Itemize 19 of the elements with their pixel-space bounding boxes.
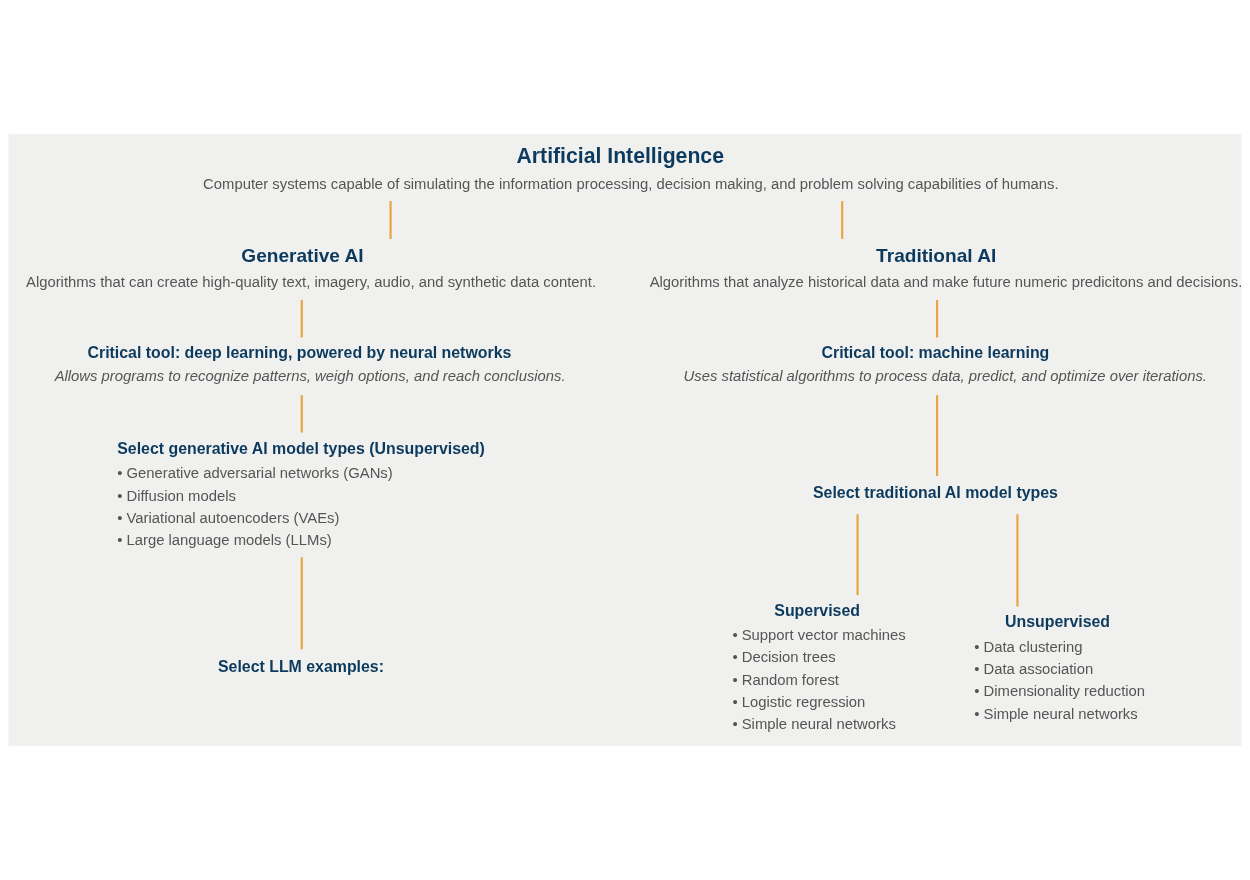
node-text: Critical tool: machine learning Uses statistical algorithms to process data, predict, and optimize over iterations.: [683, 343, 1207, 385]
node-text: Select traditional AI model types: [813, 484, 1058, 502]
connector: [300, 557, 303, 650]
node-text: Unsupervised • Data clustering • Data association • Dimensionality reduction • Simple neural networks: [974, 613, 1146, 722]
node-text: Select generative AI model types (Unsupervised) • Generative adversarial networks (GANs) • Diffusion models • Variational autoencoders (VAEs) • Large language models (LLMs): [117, 439, 485, 549]
node-text: Artificial Intelligence Computer systems capable of simulating the information processing, decision making, and problem solving capabilities of humans.: [203, 144, 1059, 192]
connector: [1016, 514, 1019, 607]
node-text: Supervised • Support vector machines • Decision trees • Random forest • Logistic regression • Simple neural networks: [732, 601, 906, 733]
connector: [936, 299, 939, 338]
connector: [936, 395, 939, 476]
connector: [300, 299, 303, 338]
node-text: Traditional AI Algorithms that analyze historical data and make future numeric predicitons and decisions.: [649, 245, 1243, 291]
connector: [300, 395, 303, 433]
connector: [856, 514, 859, 596]
node-text: Select LLM examples:: [217, 657, 384, 675]
node-text: Critical tool: deep learning, powered by neural networks Allows programs to recognize patterns, weigh options, and reach conclusions.: [54, 343, 566, 385]
connector: [389, 201, 392, 239]
node-text: Generative AI Algorithms that can create high-quality text, imagery, audio, and synthetic data content.: [25, 245, 597, 291]
connector: [841, 201, 844, 239]
